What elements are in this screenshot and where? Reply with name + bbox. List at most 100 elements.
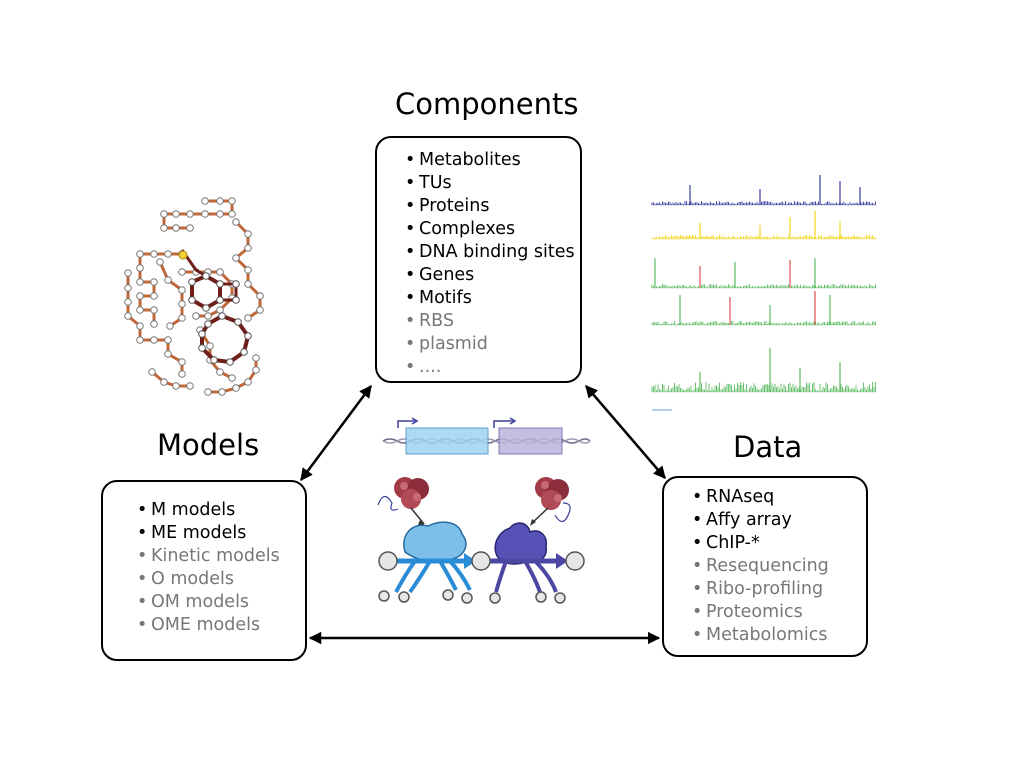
list-item: •Proteomics: [692, 601, 866, 624]
list-item: •Metabolites: [405, 149, 580, 172]
list-item-label: Motifs: [419, 288, 472, 308]
reaction-1: [394, 553, 476, 594]
bullet-icon: •: [692, 625, 703, 645]
bullet-icon: •: [692, 579, 703, 599]
list-item-label: Proteomics: [706, 602, 803, 622]
list-item-label: Genes: [419, 265, 475, 285]
bullet-icon: •: [405, 242, 416, 262]
list-item-label: OM models: [151, 592, 250, 612]
bullet-icon: •: [405, 311, 416, 331]
bullet-icon: •: [137, 523, 148, 543]
components-list: •Metabolites•TUs•Proteins•Complexes•DNA …: [405, 149, 580, 379]
network-path: [196, 326, 236, 382]
list-item: •Resequencing: [692, 555, 866, 578]
list-item: •Complexes: [405, 218, 580, 241]
list-item-label: Resequencing: [706, 556, 829, 576]
arrow-components-data: [585, 385, 666, 479]
enzyme-2: [494, 522, 548, 565]
list-item: •M models: [137, 499, 305, 522]
list-item-label: Complexes: [419, 219, 516, 239]
promoter-arrow-1: [397, 420, 415, 428]
bullet-icon: •: [137, 546, 148, 566]
data-box: •RNAseq•Affy array•ChIP-*•Resequencing•R…: [662, 476, 868, 657]
bullet-icon: •: [405, 334, 416, 354]
bullet-icon: •: [405, 150, 416, 170]
ribosome-1: [377, 477, 429, 526]
bullet-icon: •: [137, 615, 148, 635]
data-title: Data: [733, 430, 803, 464]
track-chip-2: [651, 291, 876, 326]
network-path: [160, 197, 236, 232]
list-item: •O models: [137, 568, 305, 591]
bullet-icon: •: [692, 602, 703, 622]
list-item: •RNAseq: [692, 486, 866, 509]
network-path: [232, 218, 264, 322]
network-path: [124, 269, 186, 378]
list-item-label: TUs: [419, 173, 452, 193]
ribosome-2: [530, 477, 571, 526]
gene-box-1: [405, 427, 489, 455]
enzyme-1: [403, 521, 467, 563]
bullet-icon: •: [405, 219, 416, 239]
data-list: •RNAseq•Affy array•ChIP-*•Resequencing•R…: [692, 486, 866, 647]
models-box: •M models•ME models•Kinetic models•O mod…: [101, 480, 307, 661]
list-item: •DNA binding sites: [405, 241, 580, 264]
network-path: [148, 368, 194, 390]
bullet-icon: •: [405, 265, 416, 285]
bullet-icon: •: [137, 592, 148, 612]
reaction-2: [490, 553, 568, 593]
list-item-label: ME models: [151, 523, 247, 543]
components-title: Components: [395, 87, 579, 121]
list-item-label: Kinetic models: [151, 546, 280, 566]
list-item-label: DNA binding sites: [419, 242, 575, 262]
bullet-icon: •: [405, 288, 416, 308]
arrow-components-models: [299, 384, 373, 482]
bullet-icon: •: [137, 500, 148, 520]
network-path: [136, 250, 186, 328]
track-chip-1: [651, 258, 876, 289]
track-resequencing: [651, 348, 876, 393]
models-title: Models: [157, 428, 260, 462]
network-path: [156, 258, 186, 330]
list-item: •Kinetic models: [137, 545, 305, 568]
bullet-icon: •: [405, 357, 416, 377]
list-item-label: OME models: [151, 615, 261, 635]
network-path: [204, 354, 260, 396]
bullet-icon: •: [692, 487, 703, 507]
gene-box-2: [498, 427, 563, 455]
list-item: •OM models: [137, 591, 305, 614]
list-item: •Genes: [405, 264, 580, 287]
list-item: •Affy array: [692, 509, 866, 532]
metabolite-nodes: [378, 551, 585, 604]
highlight-node: [178, 250, 188, 260]
list-item: •plasmid: [405, 333, 580, 356]
bullet-icon: •: [692, 510, 703, 530]
list-item: •RBS: [405, 310, 580, 333]
list-item-label: Metabolites: [419, 150, 521, 170]
list-item-label: ....: [419, 357, 442, 377]
list-item: •ChIP-*: [692, 532, 866, 555]
list-item-label: ChIP-*: [706, 533, 760, 553]
list-item: •OME models: [137, 614, 305, 637]
list-item: •Proteins: [405, 195, 580, 218]
list-item-label: M models: [151, 500, 236, 520]
track-affy: [651, 211, 876, 240]
list-item: •....: [405, 356, 580, 379]
list-item-label: Proteins: [419, 196, 490, 216]
bullet-icon: •: [692, 533, 703, 553]
promoter-arrow-2: [493, 420, 513, 428]
bullet-icon: •: [692, 556, 703, 576]
models-list: •M models•ME models•Kinetic models•O mod…: [137, 499, 305, 637]
list-item-label: Ribo-profiling: [706, 579, 824, 599]
list-item-label: Metabolomics: [706, 625, 828, 645]
components-box: •Metabolites•TUs•Proteins•Complexes•DNA …: [375, 136, 582, 383]
list-item: •Motifs: [405, 287, 580, 310]
list-item-label: RBS: [419, 311, 454, 331]
list-item: •Ribo-profiling: [692, 578, 866, 601]
list-item-label: RNAseq: [706, 487, 775, 507]
bullet-icon: •: [405, 196, 416, 216]
